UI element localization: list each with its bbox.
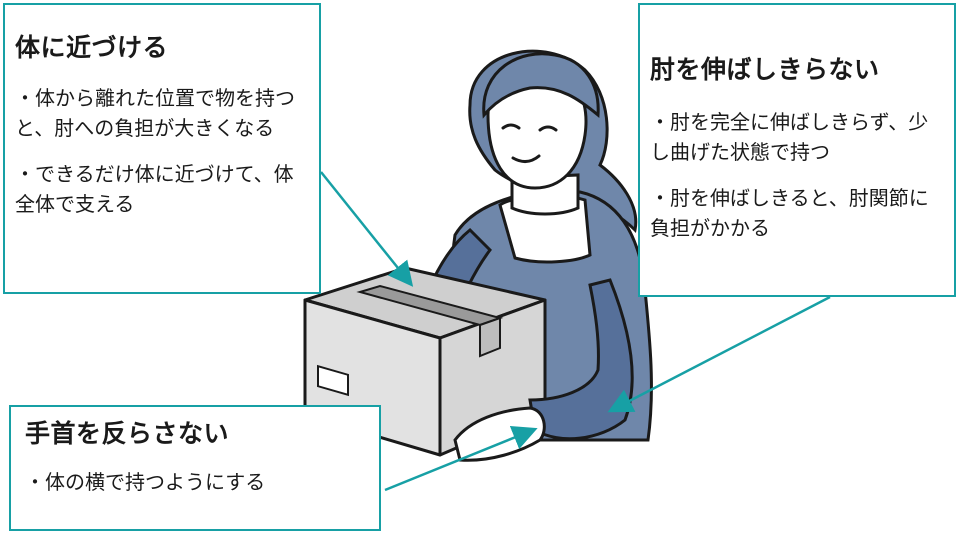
callout-title: 肘を伸ばしきらない [650,55,880,84]
callout-title: 手首を反らさない [25,419,230,448]
box-label [317,364,349,397]
callout-point: ・肘を伸ばしきると、肘関節に負担がかかる [650,186,929,240]
callout-point: ・体の横で持つようにする [25,470,266,494]
callout-point: ・できるだけ体に近づけて、体全体で支える [15,162,294,216]
arrow-wrist-to-hand [384,425,538,492]
callout-title: 体に近づける [15,33,169,62]
bangs [482,52,600,119]
callout-point: ・体から離れた位置で物を持つと、肘への負担が大きくなる [15,86,295,140]
arrow-elbow-to-arm [607,295,831,413]
eye-left [501,123,521,130]
box-tape-side [479,316,501,358]
callout-point: ・肘を完全に伸ばしきらず、少し曲げた状態で持つ [650,110,929,164]
callout-do-not-bend-wrist: 手首を反らさない ・体の横で持つようにする [9,405,381,531]
mouth [511,154,541,163]
callout-do-not-fully-extend-elbow: 肘を伸ばしきらない ・肘を完全に伸ばしきらず、少し曲げた状態で持つ ・肘を伸ばし… [638,3,956,297]
callout-keep-close-to-body: 体に近づける ・体から離れた位置で物を持つと、肘への負担が大きくなる ・できるだ… [3,3,321,294]
eye-right [538,125,558,132]
arrow-body-to-box [320,171,414,287]
